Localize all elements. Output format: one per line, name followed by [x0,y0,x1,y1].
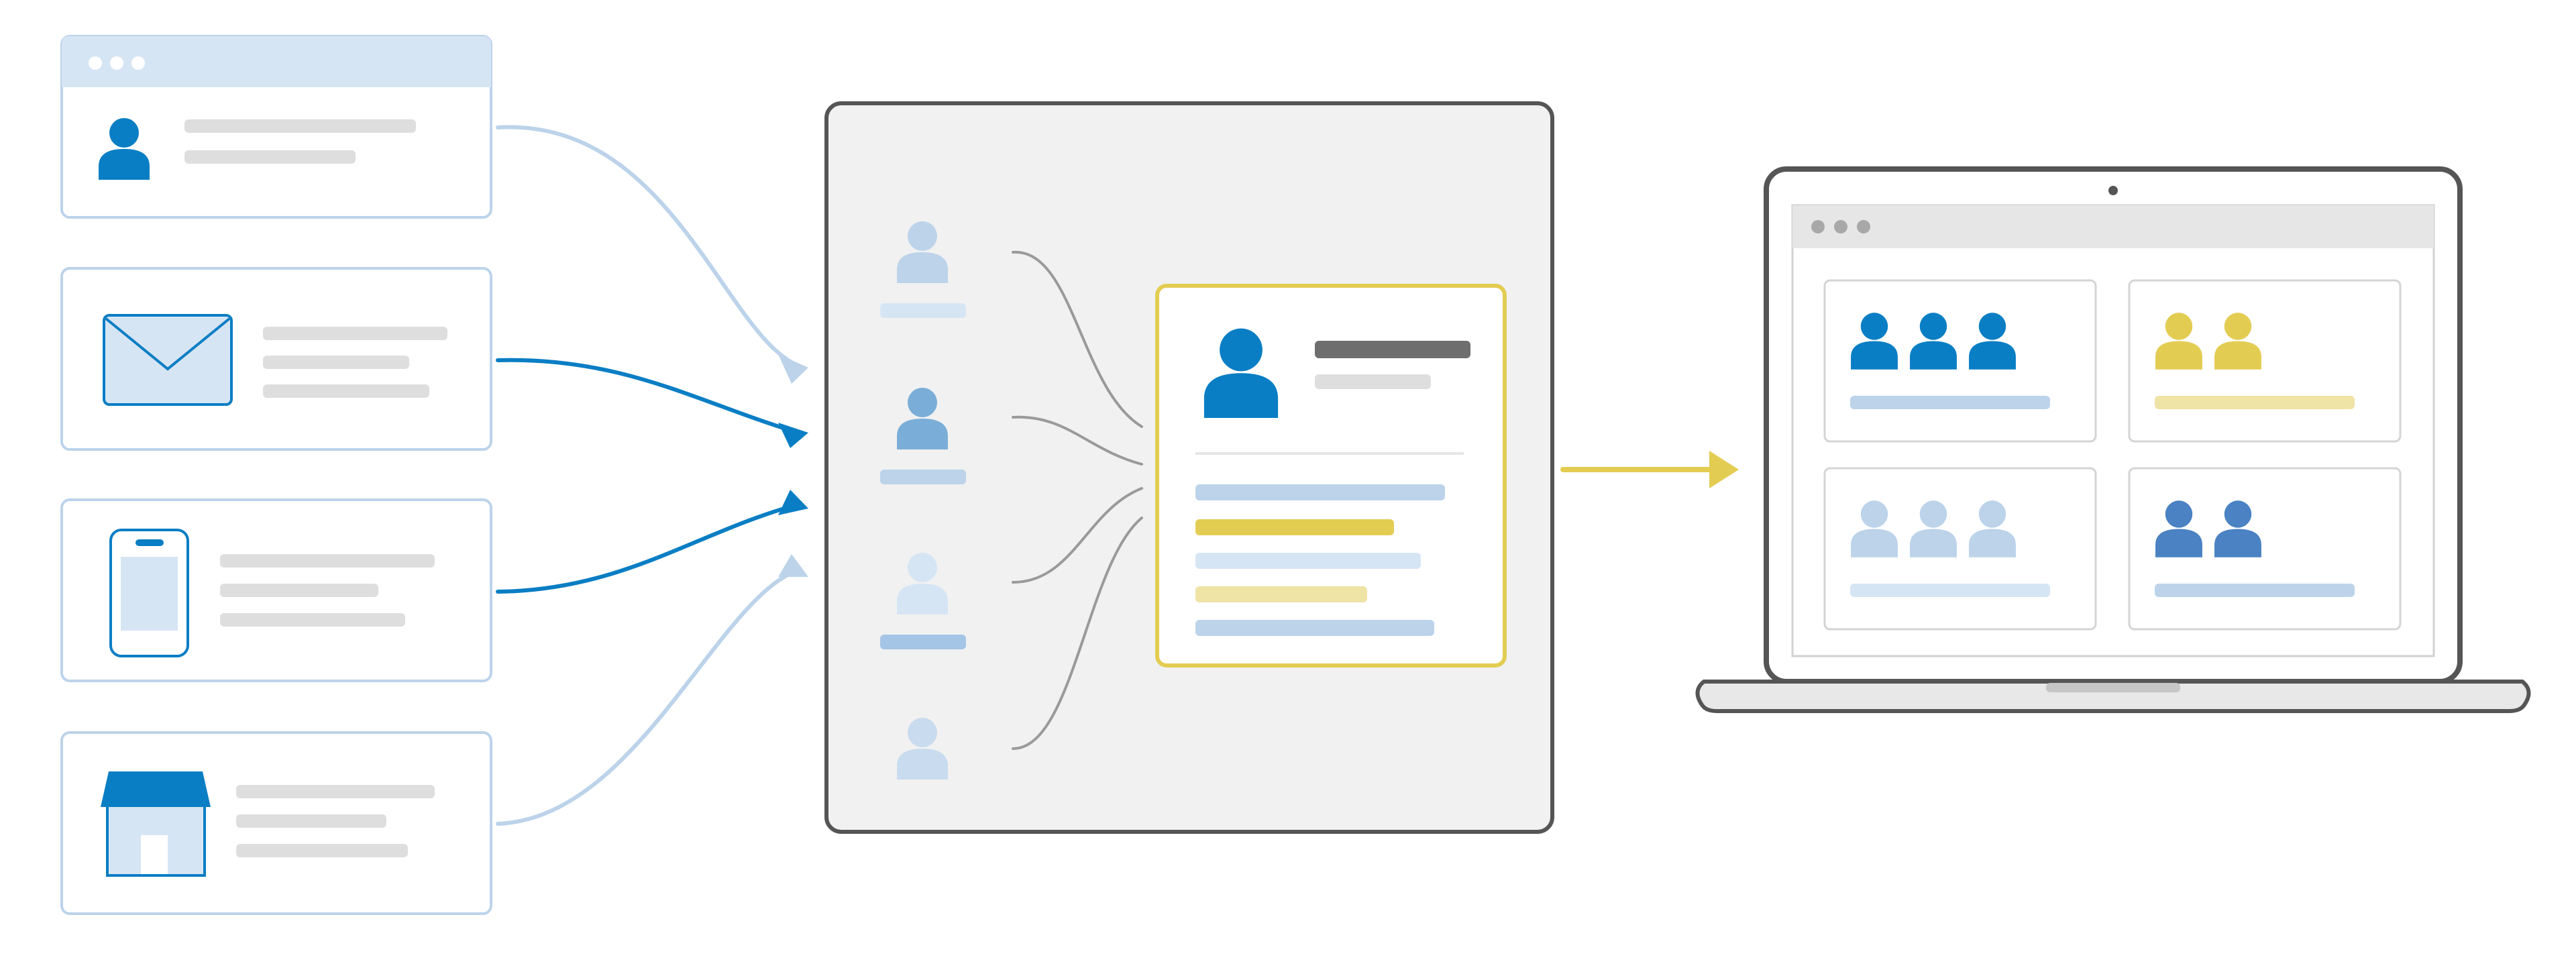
output-arrow [1560,451,1739,488]
arrowhead-icon [778,554,808,577]
window-dot-icon [1834,220,1847,233]
laptop-base [1695,680,2531,713]
attribute-bar [1195,553,1421,569]
merge-lines [1012,250,1143,750]
connector-arrowheads [778,354,808,577]
profile-bar [880,635,966,649]
fragmented-profiles [880,221,966,780]
segment-bar [2155,584,2355,597]
segment-card [1823,467,2097,631]
text-line [184,119,416,133]
arrowhead-icon [778,423,808,448]
text-line [220,554,435,568]
source-card-mobile [60,498,492,682]
segment-card [2128,279,2402,443]
window-dot-icon [131,56,145,70]
connector-mobile [496,502,800,594]
window-dot-icon [1811,220,1825,233]
segment-bar [1850,396,2050,409]
mobile-phone-icon [109,529,189,657]
envelope-icon [103,314,233,406]
connector-web [496,125,800,368]
window-dot-icon [110,56,123,70]
source-card-email [60,267,492,451]
text-line [236,814,386,828]
text-line [236,844,408,857]
connector-store [496,568,800,826]
segment-bar [2155,396,2355,409]
source-card-web-profile [60,35,492,219]
profile-bar [880,470,966,484]
text-line [220,613,405,627]
text-line [184,150,356,164]
text-line [263,356,409,369]
profile-name-bar [1315,341,1470,358]
camera-icon [2108,186,2118,195]
source-cards [60,35,492,915]
connector-email [496,358,800,435]
window-dot-icon [1857,220,1870,233]
laptop-notch [2046,683,2180,692]
window-dot-icon [89,56,102,70]
hub-panel [824,101,1554,834]
segment-card [1823,279,2097,443]
profile-detail-bar [1315,374,1431,389]
laptop [1695,166,2531,713]
store-icon [101,771,211,877]
attribute-bar [1195,484,1445,500]
segment-card [2128,467,2402,631]
unified-profile-card [1155,284,1507,667]
source-card-store [60,731,492,915]
profile-bar [880,303,966,318]
divider [1195,452,1464,455]
arrowhead-icon [1709,451,1739,488]
attribute-bar [1195,620,1434,636]
audience-segments [1823,279,2402,631]
text-line [263,327,447,340]
text-line [220,584,378,597]
segment-bar [1850,584,2050,597]
arrowhead-icon [778,354,808,384]
text-line [236,785,435,798]
source-connectors [496,125,800,826]
attribute-bar [1195,519,1394,535]
text-line [263,384,429,398]
attribute-bar [1195,586,1367,602]
arrowhead-icon [778,490,808,515]
